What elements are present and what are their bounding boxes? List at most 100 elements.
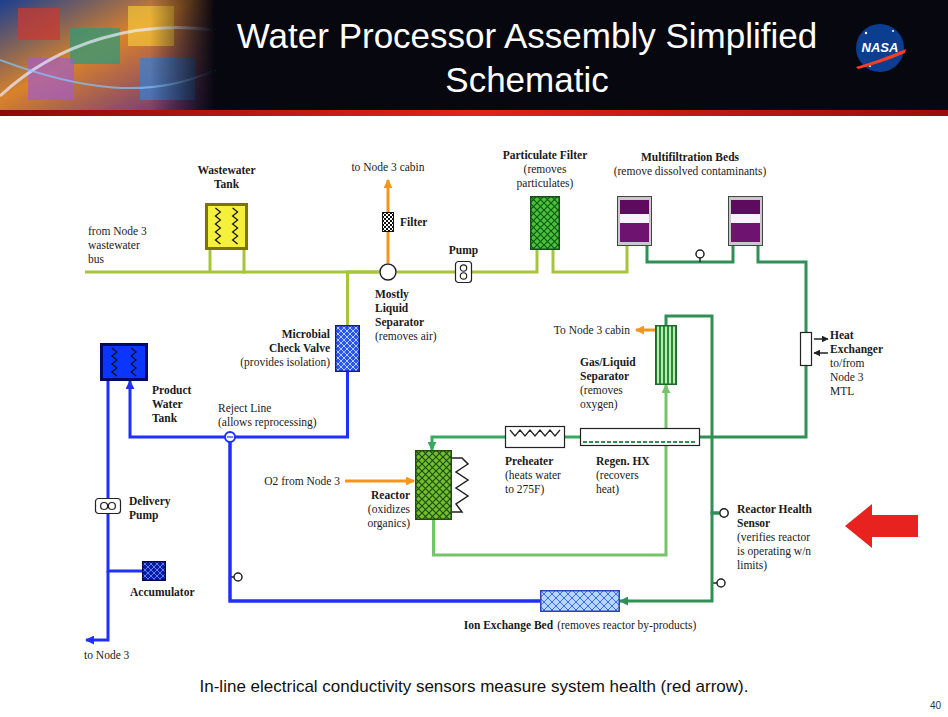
- exchanger-body: [801, 333, 812, 366]
- bed-media: [731, 200, 760, 214]
- particulate-filter-node: Particulate Filter(removes particulates): [530, 196, 560, 250]
- label-group: Preheater(heats water to 275F): [505, 454, 580, 496]
- label-group: Heat Exchangerto/from Node 3 MTL: [830, 328, 905, 398]
- ion-bed-symbol: [540, 590, 620, 612]
- preheater-node: Preheater(heats water to 275F): [505, 426, 565, 448]
- label-group: Ion Exchange Bed(removes reactor by-prod…: [430, 618, 730, 632]
- separator-symbol: [379, 263, 397, 281]
- pump-body: [456, 262, 472, 283]
- sensor-body: [720, 509, 728, 517]
- label-group: Pump: [441, 243, 486, 257]
- heater-body: [506, 427, 565, 448]
- coil-line: [112, 348, 117, 376]
- vent-label: To Node 3 cabin: [530, 323, 630, 337]
- wastewater-bus: [85, 271, 246, 274]
- label-group: Multifiltration Beds(remove dissolved co…: [600, 150, 780, 178]
- tank-leg: [209, 250, 212, 272]
- component-note: (heats water to 275F): [505, 468, 567, 496]
- pipe-connector: [758, 246, 806, 332]
- slide-caption: In-line electrical conductivity sensors …: [40, 676, 908, 698]
- label-group: Regen. HX(recovers heat): [596, 454, 652, 496]
- gas-separator-node: Gas/Liquid Separator(removes oxygen): [655, 325, 677, 385]
- oxygen-supply-line: [345, 480, 414, 483]
- tank-body: [102, 345, 147, 380]
- product-tank-symbol: [100, 343, 148, 381]
- pipe-connector: [230, 372, 540, 601]
- label-group: Gas/Liquid Separator(removes oxygen): [580, 355, 648, 411]
- label-box: Reject Line: [218, 401, 298, 415]
- gas-separator-symbol: [655, 325, 677, 385]
- header-rule: [0, 110, 948, 116]
- label-group: Mostly Liquid Separator(removes air): [375, 287, 455, 343]
- label-group: Wastewater Tank: [193, 163, 260, 191]
- pipe-connector: [348, 272, 380, 325]
- pipe-connector: [620, 513, 719, 601]
- flow-channel: [583, 441, 697, 443]
- filter-body: [531, 197, 560, 250]
- ion-bed-node: Ion Exchange Bed(removes reactor by-prod…: [540, 590, 620, 612]
- bed-media: [620, 223, 649, 242]
- pipe-connector: [665, 385, 668, 428]
- vent-label: to Node 3 cabin: [338, 160, 438, 174]
- outlet-label: to Node 3: [84, 648, 154, 662]
- particulate-filter-symbol: [530, 196, 560, 250]
- heater-coil: [452, 458, 468, 512]
- accumulator-symbol: [142, 561, 166, 581]
- component-name: Product Water Tank: [152, 383, 200, 425]
- label-box: 40: [930, 700, 946, 712]
- tank-body: [207, 205, 247, 249]
- accumulator-body: [143, 562, 166, 581]
- component-name: Regen. HX: [596, 454, 652, 468]
- bed-media: [731, 223, 760, 242]
- logo-star: [892, 30, 894, 32]
- label-group: Reactor(oxidizes organics): [350, 488, 410, 530]
- coil-line: [131, 348, 136, 376]
- label-group: Particulate Filter(removes particulates): [485, 148, 605, 190]
- logo-word: NASA: [850, 40, 910, 56]
- callout-arrow: [845, 504, 918, 548]
- pump-rotor: [460, 265, 466, 271]
- reactor-symbol: [415, 450, 452, 520]
- reactor-body: [416, 451, 452, 520]
- pump-v-node: Pump: [455, 261, 472, 283]
- coil-line: [233, 208, 238, 244]
- component-name: Reactor: [350, 488, 410, 502]
- component-note: (provides isolation): [230, 355, 330, 369]
- regen-hx-symbol: [580, 428, 700, 446]
- component-name: Particulate Filter: [486, 148, 604, 162]
- coil-line: [215, 208, 220, 244]
- valve-body: [336, 326, 360, 372]
- label-group: Microbial Check Valve(provides isolation…: [230, 327, 330, 369]
- filter-beds-node: Multifiltration Beds(remove dissolved co…: [617, 196, 763, 246]
- pipe-connector: [565, 436, 580, 439]
- pipe-connector: [553, 246, 627, 272]
- pump-v-symbol: [455, 261, 472, 283]
- heat-exchanger-symbol: [800, 332, 812, 366]
- small-filter-symbol: [382, 212, 394, 232]
- sensor-node: Reactor Health Sensor(verifies reactor i…: [719, 508, 729, 518]
- valve-mark: [227, 436, 233, 437]
- heading-box: Water Processor Assembly Simplified Sche…: [207, 14, 847, 102]
- pipe-connector: [472, 250, 537, 272]
- bed-media: [731, 214, 760, 223]
- conductivity-sensor: [717, 579, 725, 587]
- pump-rotor: [460, 273, 466, 279]
- pipe-connector: [700, 366, 806, 437]
- component-name: Mostly Liquid Separator: [375, 287, 433, 329]
- pipe-connector: [107, 381, 110, 498]
- conductivity-sensor: [696, 250, 704, 258]
- inlet-label: from Node 3 wastewater bus: [88, 224, 152, 266]
- pump-h-symbol: [95, 498, 121, 514]
- pump-rotor: [101, 503, 108, 510]
- pump-body: [96, 499, 121, 514]
- preheater-symbol: [505, 426, 565, 448]
- bed-body: [541, 591, 620, 612]
- sensor-symbol: [719, 508, 729, 518]
- bed-shell: [729, 197, 763, 246]
- reject-valve: [225, 432, 235, 442]
- logo-star: [865, 32, 867, 34]
- label-box: O2 from Node 3: [262, 474, 340, 488]
- label-group: Delivery Pump: [129, 494, 181, 522]
- heater-element: [510, 430, 560, 436]
- product-tank-node: Product Water Tank: [100, 343, 148, 381]
